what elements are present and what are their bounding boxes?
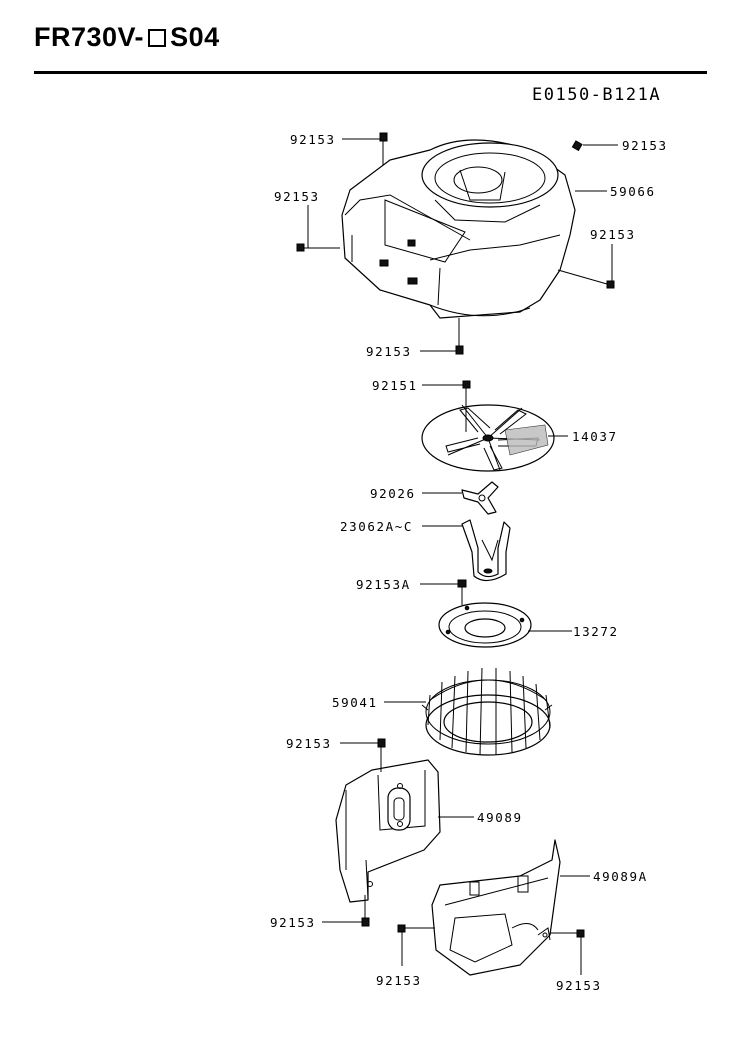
- bolt-icon[interactable]: [455, 318, 464, 355]
- callout-label: 92153: [622, 138, 668, 153]
- fan-hub-part[interactable]: [461, 519, 511, 582]
- callout-label: 92153: [270, 915, 316, 930]
- cylinder-shroud-part[interactable]: [335, 759, 441, 903]
- callout-label: 49089: [477, 810, 523, 825]
- bolt-icon[interactable]: [550, 929, 585, 938]
- callout-label: 14037: [572, 429, 618, 444]
- page-title: FR730V- S04: [34, 22, 220, 53]
- callout-label: 92153A: [356, 577, 411, 592]
- pulley-plate-part[interactable]: [438, 602, 532, 648]
- bolt-icon[interactable]: [397, 924, 435, 933]
- callout-label: 92026: [370, 486, 416, 501]
- nut-icon[interactable]: [457, 579, 467, 605]
- cooling-fan-part[interactable]: [421, 667, 553, 756]
- callout-label: 13272: [573, 624, 619, 639]
- blower-housing-part[interactable]: [341, 139, 576, 319]
- tripod-plate-part[interactable]: [461, 481, 499, 515]
- header-divider: [34, 71, 707, 74]
- callout-label: 92151: [372, 378, 418, 393]
- callout-label: 59041: [332, 695, 378, 710]
- callout-label: 92153: [274, 189, 320, 204]
- callout-label: 92153: [286, 736, 332, 751]
- callout-label: 23062A~C: [340, 519, 413, 534]
- bolt-icon[interactable]: [557, 269, 615, 289]
- callout-label: 92153: [366, 344, 412, 359]
- callout-label: 49089A: [593, 869, 648, 884]
- bolt-icon[interactable]: [296, 243, 340, 252]
- model-suffix: S04: [170, 22, 220, 52]
- checkbox-square-icon: [148, 29, 167, 47]
- callout-label: 59066: [610, 184, 656, 199]
- diagram-code: E0150-B121A: [532, 85, 662, 105]
- bolt-icon[interactable]: [571, 140, 583, 152]
- lower-shroud-part[interactable]: [431, 839, 561, 976]
- callout-label: 92153: [376, 973, 422, 988]
- model-name: FR730V-: [34, 22, 145, 52]
- callout-label: 92153: [556, 978, 602, 993]
- rotating-screen-part[interactable]: [421, 404, 555, 472]
- callout-label: 92153: [290, 132, 336, 147]
- bolt-icon[interactable]: [379, 132, 388, 165]
- callout-label: 92153: [590, 227, 636, 242]
- bolt-icon[interactable]: [377, 738, 386, 772]
